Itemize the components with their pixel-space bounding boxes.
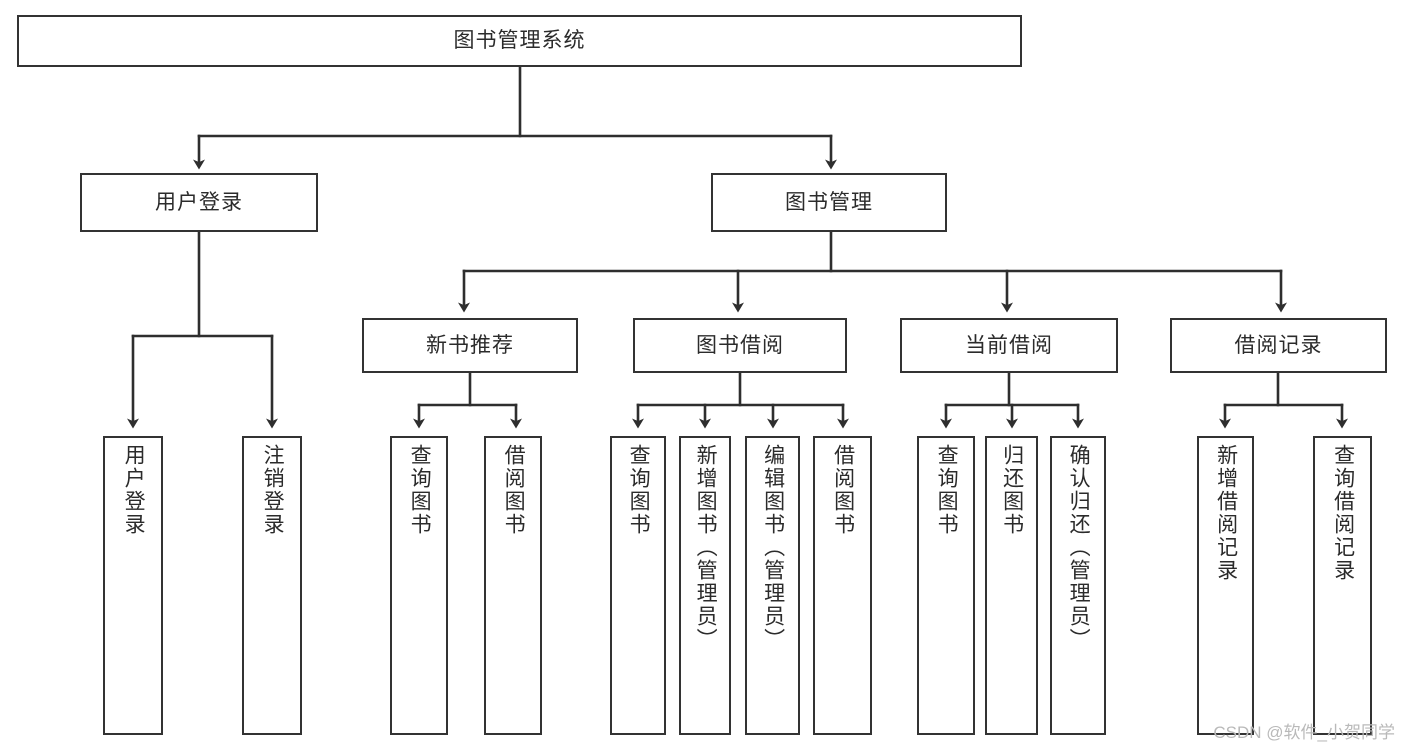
node-label: 用户登录 — [122, 444, 146, 536]
leaf-borrow-record-add-record[interactable]: 新增借阅记录 — [1197, 436, 1254, 735]
leaf-current-borrow-query-book[interactable]: 查询图书 — [917, 436, 975, 735]
node-label: 编辑图书（管理员） — [761, 444, 785, 651]
node-user-login[interactable]: 用户登录 — [80, 173, 318, 232]
leaf-borrow-record-query-record[interactable]: 查询借阅记录 — [1313, 436, 1372, 735]
node-label: 借阅图书 — [831, 444, 855, 536]
node-book-management[interactable]: 图书管理 — [711, 173, 947, 232]
leaf-book-borrow-query-book[interactable]: 查询图书 — [610, 436, 666, 735]
node-book-borrow[interactable]: 图书借阅 — [633, 318, 847, 373]
leaf-book-borrow-edit-book-admin[interactable]: 编辑图书（管理员） — [745, 436, 800, 735]
node-borrow-record[interactable]: 借阅记录 — [1170, 318, 1387, 373]
node-label: 当前借阅 — [965, 333, 1053, 357]
leaf-current-borrow-return-book[interactable]: 归还图书 — [985, 436, 1038, 735]
node-label: 归还图书 — [1000, 444, 1024, 536]
node-label: 注销登录 — [261, 444, 285, 536]
node-label: 查询图书 — [935, 444, 959, 536]
watermark: CSDN @软件_小贺同学 — [1213, 723, 1395, 742]
node-label: 确认归还（管理员） — [1067, 444, 1091, 651]
node-label: 图书管理 — [785, 190, 873, 214]
leaf-current-borrow-confirm-return-admin[interactable]: 确认归还（管理员） — [1050, 436, 1106, 735]
node-label: 图书借阅 — [696, 333, 784, 357]
leaf-book-borrow-add-book-admin[interactable]: 新增图书（管理员） — [679, 436, 731, 735]
node-label: 新书推荐 — [426, 333, 514, 357]
node-label: 借阅图书 — [502, 444, 526, 536]
node-new-book-recommend[interactable]: 新书推荐 — [362, 318, 578, 373]
leaf-user-login-login[interactable]: 用户登录 — [103, 436, 163, 735]
leaf-new-book-borrow-book[interactable]: 借阅图书 — [484, 436, 542, 735]
leaf-new-book-query-book[interactable]: 查询图书 — [390, 436, 448, 735]
node-current-borrow[interactable]: 当前借阅 — [900, 318, 1118, 373]
node-label: 用户登录 — [155, 190, 243, 214]
node-label: 借阅记录 — [1234, 333, 1323, 357]
leaf-book-borrow-borrow-book[interactable]: 借阅图书 — [813, 436, 872, 735]
node-label: 新增借阅记录 — [1214, 444, 1238, 582]
node-label: 查询图书 — [408, 444, 432, 536]
node-label: 新增图书（管理员） — [694, 444, 718, 651]
node-label: 查询图书 — [627, 444, 651, 536]
node-label: 图书管理系统 — [453, 29, 586, 53]
leaf-user-login-logout[interactable]: 注销登录 — [242, 436, 302, 735]
node-label: 查询借阅记录 — [1331, 444, 1355, 582]
node-root-book-management-system[interactable]: 图书管理系统 — [17, 15, 1022, 67]
